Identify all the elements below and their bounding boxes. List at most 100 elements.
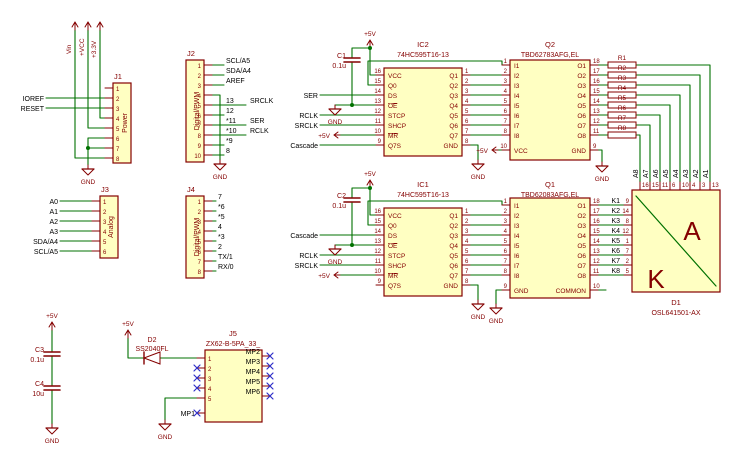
ref-j4: J4 (187, 185, 195, 194)
pin-number: 4 (465, 239, 469, 245)
net-label: A4 (673, 169, 680, 178)
value-q1: TBD62083AFG,EL (521, 192, 579, 199)
pin-name: I5 (514, 243, 520, 250)
pin-number: 10 (500, 144, 507, 150)
wire (636, 85, 690, 182)
pin-number: 1 (504, 59, 508, 65)
pin-name: Q0 (388, 83, 397, 90)
pin-name: I6 (514, 253, 520, 260)
net-label: RESET (21, 106, 45, 113)
ground-label: GND (81, 179, 96, 186)
net-label: MP2 (246, 349, 261, 356)
pin-name: O5 (577, 103, 586, 110)
wire (100, 30, 105, 118)
pin-number: 2 (465, 219, 469, 225)
pin-number: 11 (662, 183, 669, 189)
net-label: Cascade (290, 143, 318, 150)
net-label: *9 (226, 138, 233, 145)
net-label: K2 (611, 208, 620, 215)
ref-r2: R2 (618, 65, 627, 72)
pin-name: O4 (577, 233, 586, 240)
value-j1: Power (122, 112, 129, 133)
ref-j5: J5 (229, 329, 237, 338)
net-label: A1 (49, 209, 58, 216)
ground-symbol (472, 304, 484, 310)
pin-number: 18 (593, 59, 600, 65)
pin-name: O5 (577, 243, 586, 250)
pin-name: I7 (514, 123, 520, 130)
ground-symbol (46, 428, 58, 434)
pin-name: Q2 (449, 223, 458, 230)
ref-j1: J1 (114, 72, 122, 81)
pin-name: I6 (514, 113, 520, 120)
pin-name: I8 (514, 273, 520, 280)
wire (636, 95, 680, 182)
net-label: SER (304, 93, 318, 100)
junction-dot (350, 103, 354, 107)
net-label: MP1 (181, 411, 196, 418)
net-label: *11 (226, 118, 236, 125)
pin-number: 8 (626, 219, 630, 225)
net-label: 13 (226, 98, 234, 105)
pin-number: 2 (465, 79, 469, 85)
ref-ic1: IC1 (417, 180, 429, 189)
pin-name: O3 (577, 83, 586, 90)
pin-number: 15 (593, 229, 600, 235)
pin-name: GND (572, 148, 587, 155)
ref-ic2: IC2 (417, 40, 429, 49)
ground-label: GND (158, 434, 173, 441)
pin-number: 11 (375, 259, 382, 265)
pin-number: 6 (465, 119, 469, 125)
pin-number: 9 (378, 279, 382, 285)
pin-number: 4 (465, 99, 469, 105)
value-d2: SS2040FL (135, 346, 168, 353)
ground-symbol (214, 164, 226, 170)
net-label: MP6 (246, 389, 261, 396)
pin-name: O6 (577, 253, 586, 260)
ref-c2: C2 (337, 193, 346, 200)
pin-number: 15 (374, 219, 381, 225)
pin-name: O2 (577, 213, 586, 220)
pin-number: 8 (465, 279, 469, 285)
pin-name: Q5 (449, 253, 458, 260)
pin-name: I3 (514, 223, 520, 230)
pin-name: Q4 (449, 243, 458, 250)
pin-name: Q3 (449, 93, 458, 100)
ref-r7: R7 (618, 115, 627, 122)
pin-number: 6 (504, 109, 508, 115)
pin-number: 11 (593, 129, 600, 135)
ground-label: GND (471, 174, 486, 181)
net-label: SRCLK (295, 263, 319, 270)
ground-label: GND (213, 174, 228, 181)
pin-number: 16 (593, 79, 600, 85)
pin-number: 3 (465, 89, 469, 95)
pin-number: 3 (504, 219, 508, 225)
power-label: +5V (46, 313, 58, 320)
net-label: A6 (653, 169, 660, 178)
value-d1: OSL641501-AX (651, 310, 700, 317)
ref-j3: J3 (101, 185, 109, 194)
pin-name: MR (388, 133, 398, 140)
pin-number: 11 (375, 119, 382, 125)
pin-number: 7 (504, 259, 508, 265)
ref-r5: R5 (618, 95, 627, 102)
power-label: +5V (364, 171, 376, 178)
net-label: TX/1 (218, 254, 233, 261)
pin-number: 8 (504, 269, 508, 275)
ref-r4: R4 (618, 85, 627, 92)
net-label: K7 (611, 258, 620, 265)
junction-dot (368, 46, 372, 50)
ground-label: GND (45, 438, 60, 445)
net-label: *5 (218, 214, 225, 221)
net-label: SCL/A5 (226, 58, 250, 65)
pin-name: OE (388, 103, 398, 110)
ref-c4: C4 (35, 381, 44, 388)
pin-number: 4 (692, 183, 696, 189)
ground-label: GND (328, 119, 343, 126)
pin-number: 3 (465, 229, 469, 235)
pin-name: DS (388, 233, 398, 240)
ref-d1: D1 (671, 298, 681, 307)
pin-name: O1 (577, 203, 586, 210)
pin-name: I1 (514, 63, 520, 70)
